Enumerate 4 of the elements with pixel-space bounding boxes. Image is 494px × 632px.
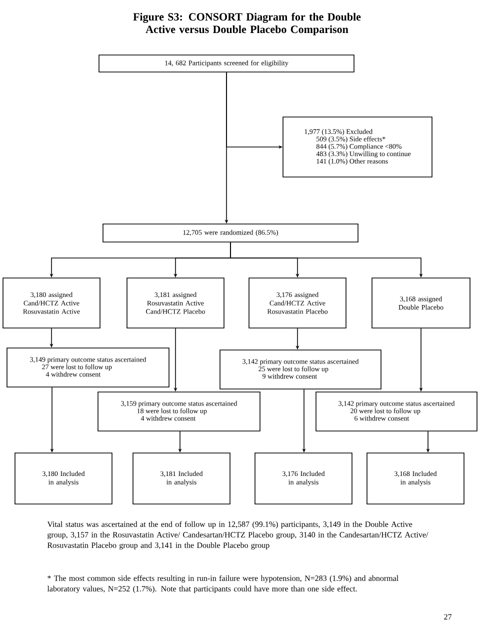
footnote: * The most common side effects resulting in run-in failure were hypotension, N=283 (1.9%) and abnormal laboratory values, N=252 (1.7%). Note that participants could have more than one side effect.	[47, 575, 398, 594]
note-paragraph: Vital status was ascertained at the end of follow up in 12,587 (99.1%) participants, 3,149 in the Double Active group, 3,157 in the Rosuvastatin Active/ Candesartan/HCTZ Placebo group, 3140 in the Candesartan/HCTZ Active/ Rosuvastatin Placebo group and 3,141 in the Double Placebo group	[47, 521, 428, 550]
figure-title: Figure S3: CONSORT Diagram for the Double Active versus Double Placebo Comparison	[133, 12, 361, 36]
page-number: 27	[444, 614, 452, 620]
